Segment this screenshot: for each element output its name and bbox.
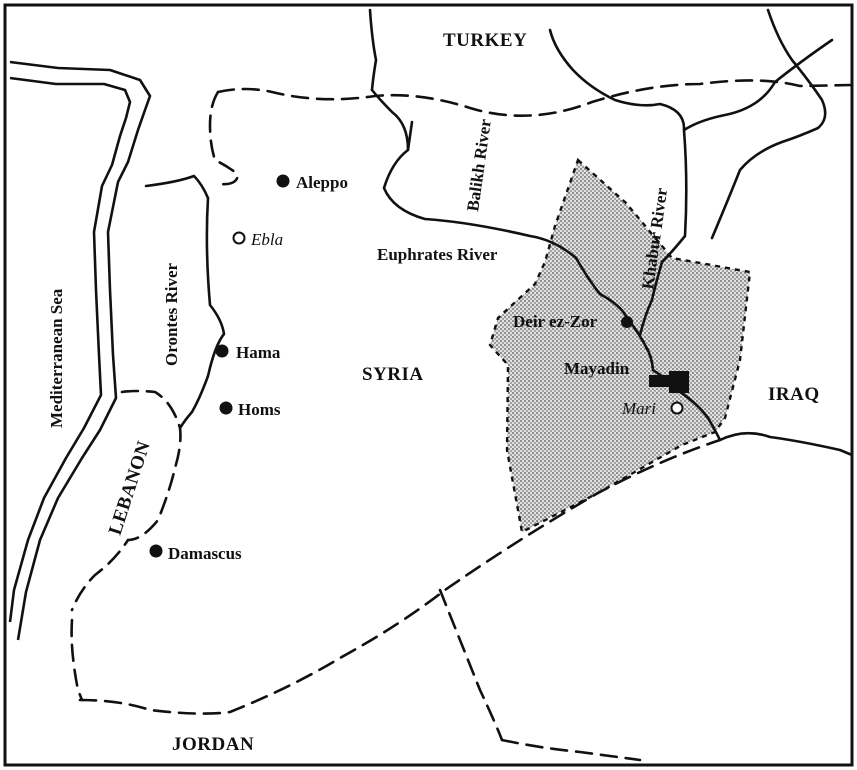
damascus-dot[interactable] [149, 544, 163, 558]
coastline [9, 60, 152, 641]
label-iraq: IRAQ [768, 384, 820, 405]
label-homs: Homs [238, 400, 281, 419]
label-ebla: Ebla [250, 230, 283, 249]
shaded-region [488, 157, 752, 534]
border-syria-turkey [216, 79, 854, 118]
balikh-river [406, 120, 414, 152]
deir-dot[interactable] [621, 316, 633, 328]
mayadin-marker-a [649, 375, 671, 387]
border-saudi [500, 738, 642, 762]
label-hama: Hama [236, 343, 281, 362]
label-mediterranean: Mediterranean Sea [47, 288, 66, 428]
label-deir: Deir ez-Zor [513, 312, 598, 331]
river-north-b [710, 8, 827, 240]
aleppo-dot[interactable] [276, 174, 290, 188]
label-turkey: TURKEY [443, 30, 527, 51]
label-orontes: Orontes River [162, 262, 181, 366]
label-mayadin: Mayadin [564, 359, 630, 378]
khabur-river [548, 28, 688, 337]
border-hatay [208, 90, 239, 186]
river-north-a [368, 8, 378, 92]
iraq-river [718, 431, 854, 457]
label-jordan: JORDAN [172, 734, 254, 755]
coastline-inner [8, 76, 132, 623]
border-lebanon [70, 389, 182, 612]
label-damascus: Damascus [168, 544, 242, 563]
label-syria: SYRIA [362, 364, 424, 385]
border-iraq-jordan [438, 588, 504, 742]
hama-dot[interactable] [215, 344, 229, 358]
label-euphrates: Euphrates River [377, 245, 498, 264]
border-syria-jordan [78, 438, 722, 715]
label-aleppo: Aleppo [296, 173, 348, 192]
orontes-river [144, 174, 226, 430]
homs-dot[interactable] [219, 401, 233, 415]
mayadin-marker-b [669, 371, 689, 393]
mari-site[interactable] [670, 401, 684, 415]
khabur-tributary [682, 38, 834, 132]
ebla-site[interactable] [232, 231, 246, 245]
label-mari: Mari [621, 399, 656, 418]
border-lebanon-south [70, 618, 84, 702]
